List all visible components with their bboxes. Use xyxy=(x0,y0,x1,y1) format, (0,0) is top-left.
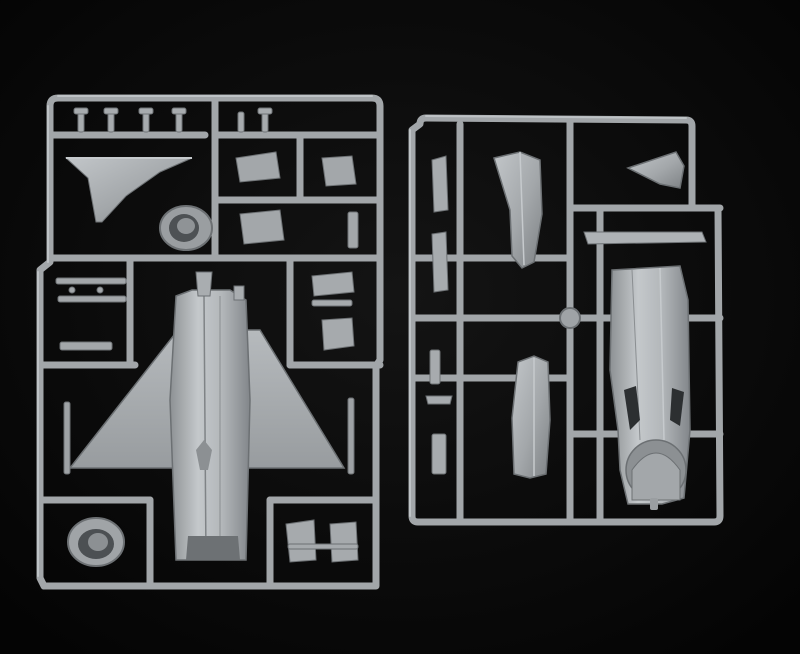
left-sprue-small-parts-top xyxy=(73,107,273,133)
left-sprue-parts-bottom-right xyxy=(285,519,359,563)
left-sprue-pylons-left xyxy=(55,277,127,351)
left-sprue-parts-right-middle xyxy=(311,271,355,351)
left-sprue-wing-fuselage xyxy=(63,271,355,561)
right-sprue-small-parts-left xyxy=(425,155,453,475)
right-sprue-canopy-part-top xyxy=(493,151,543,269)
left-sprue-fin-part xyxy=(64,157,193,223)
left-sprue xyxy=(36,94,384,590)
right-sprue-canopy-part-bottom xyxy=(511,355,551,479)
right-sprue-gate-hub xyxy=(559,307,581,329)
right-sprue-nose-cone xyxy=(626,151,685,189)
left-sprue-small-parts-right xyxy=(235,151,359,249)
left-sprue-intake-ring-top xyxy=(159,205,213,251)
right-sprue-fuselage-half xyxy=(609,265,691,510)
right-sprue xyxy=(408,114,724,526)
left-sprue-intake-ring-bottom xyxy=(67,517,125,567)
left-sprue-frame xyxy=(36,94,384,590)
right-sprue-rail-part xyxy=(583,231,707,245)
